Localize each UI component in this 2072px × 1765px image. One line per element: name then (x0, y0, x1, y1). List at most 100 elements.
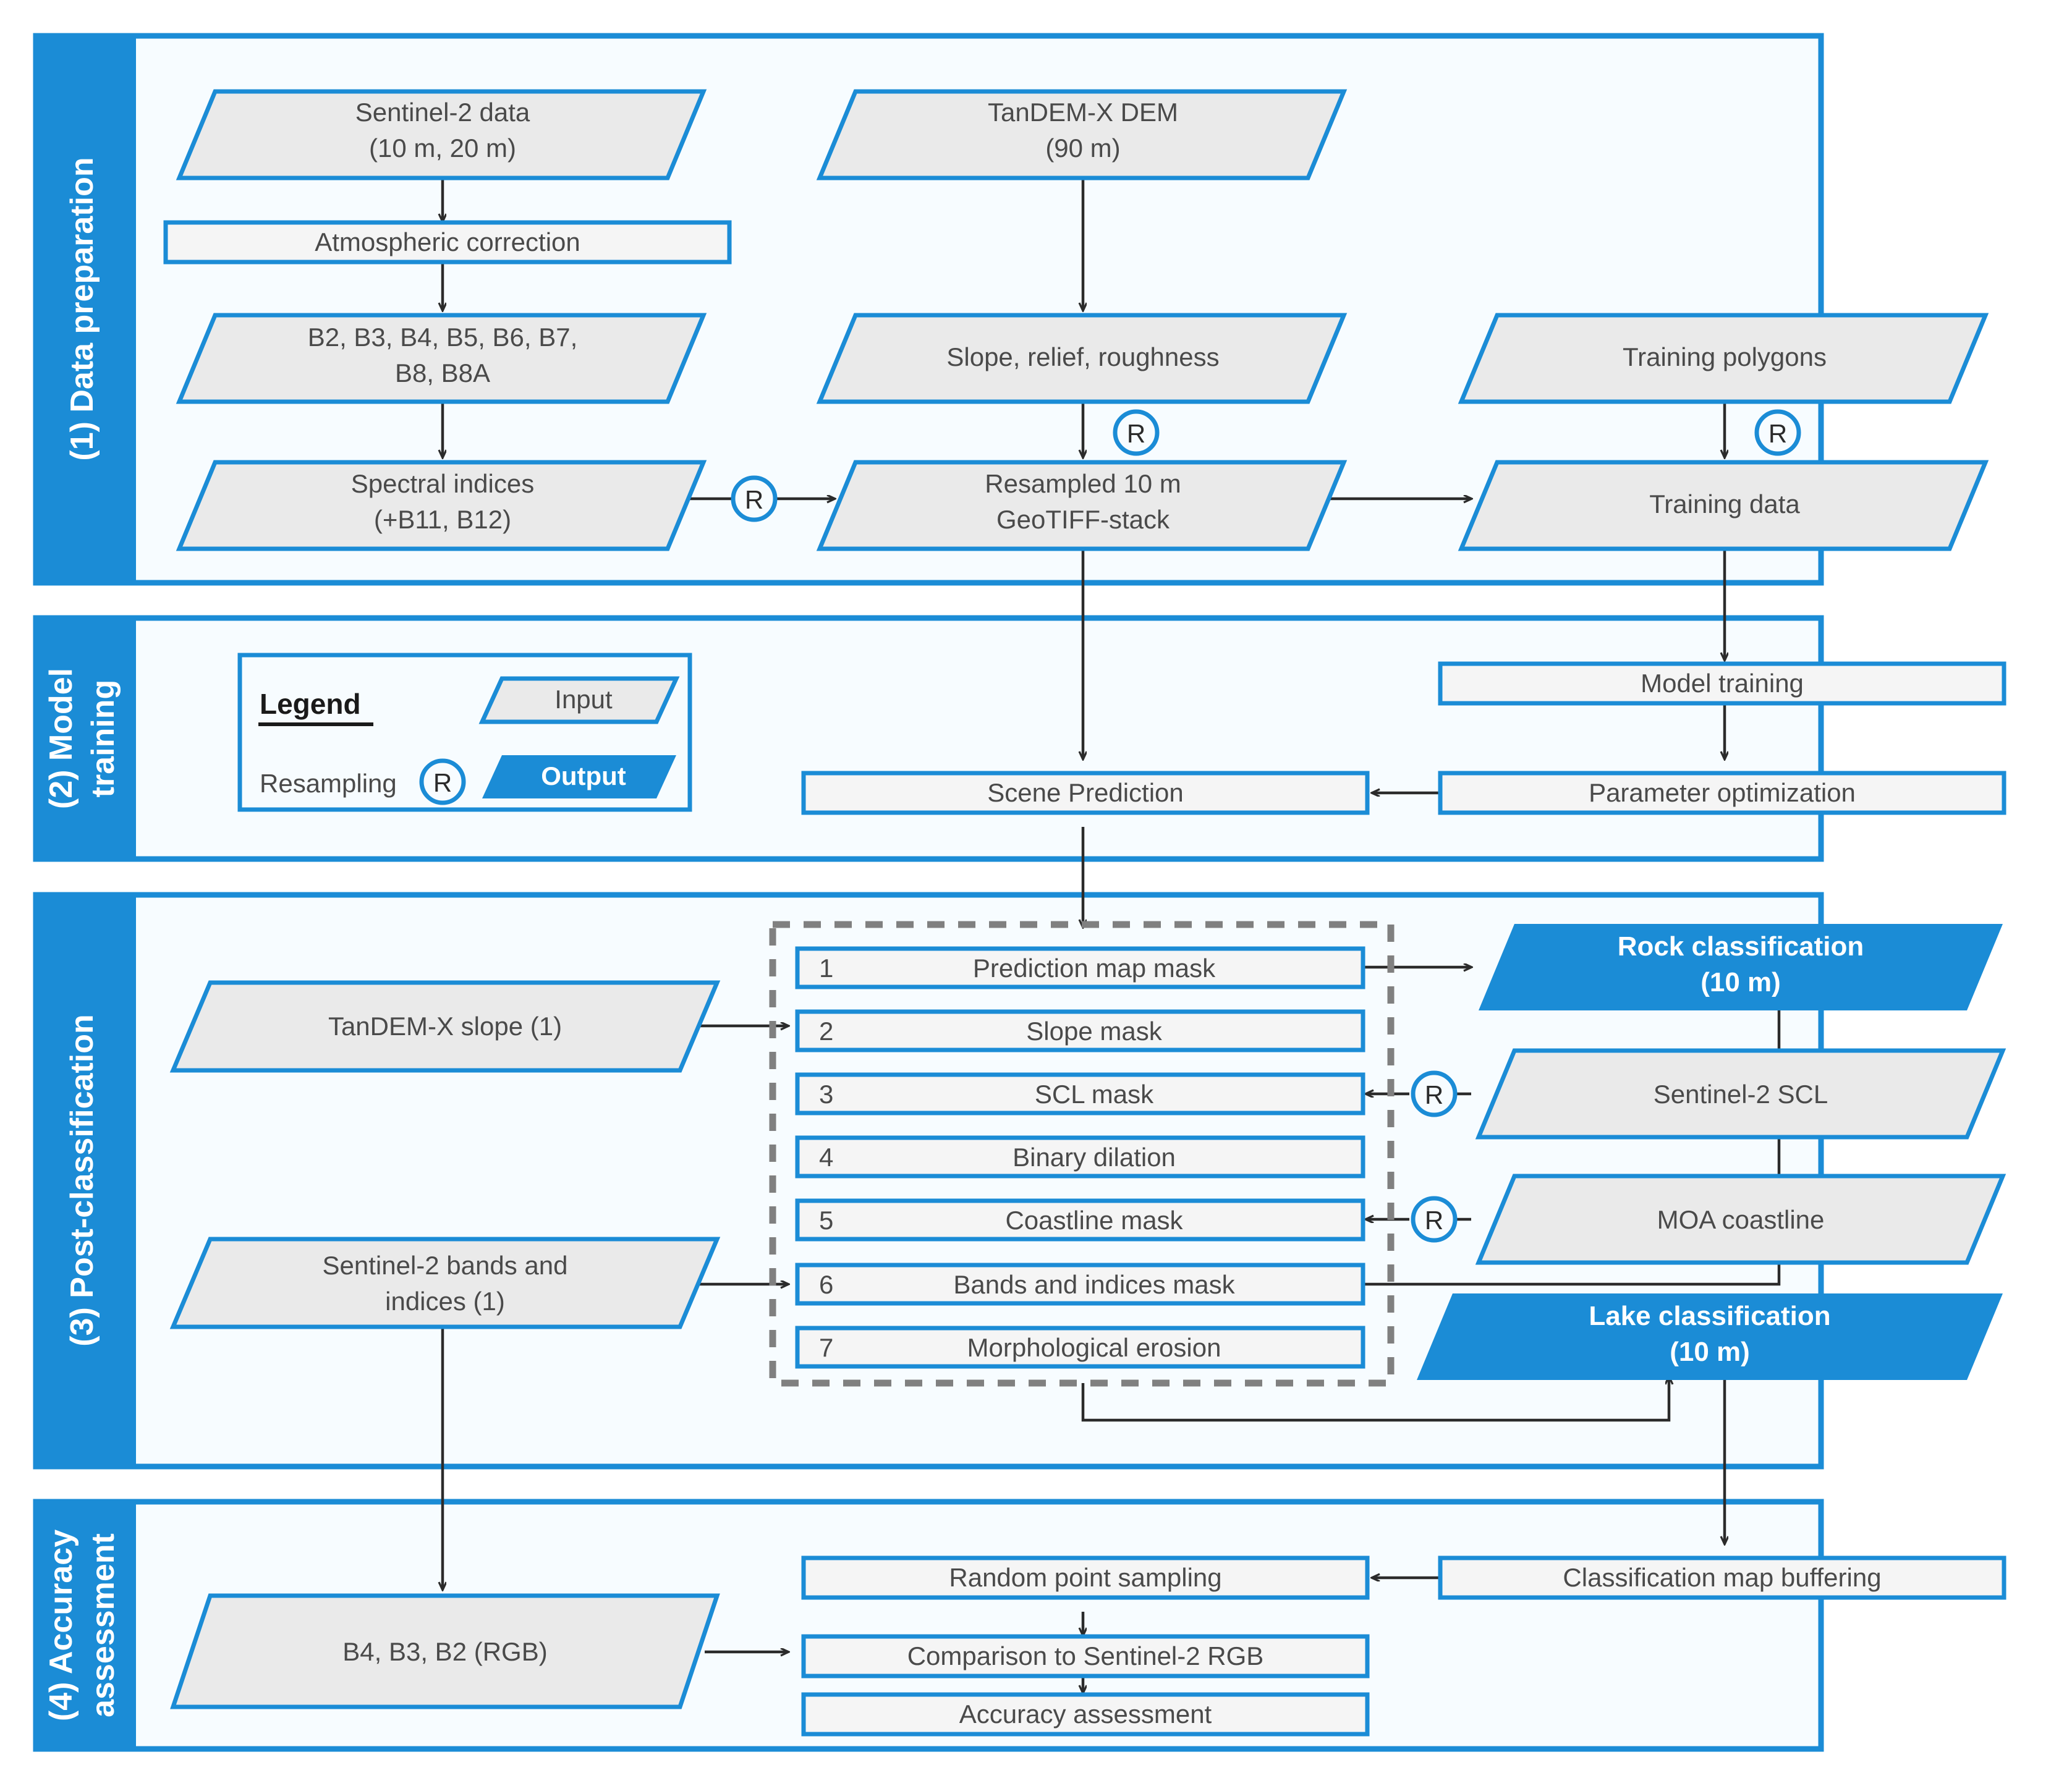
resampling-marker-indices-to-stack: R (731, 475, 778, 522)
mask-step-label: Bands and indices mask (953, 1270, 1235, 1299)
mask-step-label: Slope mask (1026, 1017, 1162, 1046)
node-label: Sentinel-2 bands and (323, 1251, 568, 1280)
node-scene-prediction: Scene Prediction (801, 771, 1370, 815)
legend-resampling-r-icon: R (433, 768, 452, 797)
node-label: (10 m) (1670, 1337, 1750, 1367)
resampling-marker-coastline-to-mask: R (1411, 1196, 1458, 1243)
node-label: Slope, relief, roughness (946, 342, 1219, 371)
section-panel-model-training: (2) Model training (33, 615, 1824, 862)
section-label-post-classification: (3) Post-classification (64, 1014, 100, 1346)
resampling-r-icon: R (1425, 1080, 1443, 1109)
node-tandem-x-dem: TanDEM-X DEM (90 m) (816, 89, 1348, 180)
node-label: Training polygons (1623, 342, 1827, 371)
node-accuracy-assessment: Accuracy assessment (801, 1692, 1370, 1737)
section-label-accuracy-assessment-line1: (4) Accuracy (43, 1530, 79, 1721)
mask-step-number: 6 (819, 1270, 833, 1299)
node-random-point-sampling: Random point sampling (801, 1555, 1370, 1600)
node-label: (+B11, B12) (374, 505, 511, 534)
legend-output-swatch (482, 755, 676, 798)
node-sentinel2-scl: Sentinel-2 SCL (1475, 1048, 2006, 1140)
node-comparison-to-sentinel2-rgb: Comparison to Sentinel-2 RGB (801, 1634, 1370, 1678)
mask-step-label: SCL mask (1035, 1080, 1154, 1109)
mask-step-label: Coastline mask (1005, 1206, 1183, 1235)
resampling-r-icon: R (745, 485, 763, 514)
node-label: TanDEM-X DEM (988, 98, 1178, 127)
node-tandem-x-slope: TanDEM-X slope (1) (169, 980, 721, 1073)
mask-step-label: Binary dilation (1013, 1143, 1176, 1172)
resampling-marker-slope-to-stack: R (1113, 409, 1160, 456)
node-label: Rock classification (1618, 931, 1864, 962)
section-label-model-training-line1: (2) Model (43, 668, 79, 809)
mask-step-number: 5 (819, 1206, 833, 1235)
section-label-accuracy-assessment-line2: assessment (85, 1533, 121, 1717)
node-label: B4, B3, B2 (RGB) (342, 1637, 547, 1666)
resampling-marker-polygons-to-training: R (1754, 409, 1801, 456)
mask-step-7: 7 Morphological erosion (795, 1326, 1365, 1369)
node-moa-coastline: MOA coastline (1475, 1174, 2006, 1265)
legend-input-swatch (478, 676, 680, 724)
mask-step-4: 4 Binary dilation (795, 1135, 1365, 1179)
mask-step-number: 7 (819, 1333, 833, 1362)
node-model-training: Model training (1438, 661, 2006, 706)
node-label: Sentinel-2 SCL (1654, 1080, 1828, 1109)
legend-resampling-label: Resampling (260, 769, 397, 798)
mask-step-label: Morphological erosion (967, 1333, 1221, 1362)
node-label: MOA coastline (1657, 1205, 1825, 1234)
node-label: (90 m) (1045, 133, 1120, 163)
node-label: Classification map buffering (1563, 1563, 1881, 1592)
node-label: TanDEM-X slope (1) (328, 1012, 562, 1041)
node-label: Spectral indices (351, 469, 534, 498)
post-classification-mask-group (769, 921, 1395, 1387)
section-label-data-preparation: (1) Data preparation (64, 157, 100, 460)
legend-input-label: Input (554, 685, 613, 714)
node-training-polygons: Training polygons (1458, 313, 1989, 404)
resampling-r-icon: R (1127, 419, 1145, 448)
node-label: Sentinel-2 data (355, 98, 530, 127)
node-resampled-geotiff-stack: Resampled 10 m GeoTIFF-stack (816, 460, 1348, 551)
resampling-marker-scl-to-mask: R (1411, 1070, 1458, 1117)
mask-step-2: 2 Slope mask (795, 1009, 1365, 1052)
node-label: Scene Prediction (987, 778, 1184, 807)
node-label: Model training (1641, 669, 1804, 698)
mask-step-1: 1 Prediction map mask (795, 946, 1365, 989)
node-sentinel2-data: Sentinel-2 data (10 m, 20 m) (176, 89, 707, 180)
node-label: indices (1) (385, 1287, 505, 1316)
mask-step-number: 2 (819, 1017, 833, 1046)
node-label: Resampled 10 m (985, 469, 1181, 498)
resampling-r-icon: R (1768, 419, 1787, 448)
legend-output-label: Output (541, 761, 626, 790)
node-classification-map-buffering: Classification map buffering (1438, 1555, 2006, 1600)
mask-step-label: Prediction map mask (973, 954, 1216, 983)
node-training-data: Training data (1458, 460, 1989, 551)
node-spectral-indices: Spectral indices (+B11, B12) (176, 460, 707, 551)
mask-step-6: 6 Bands and indices mask (795, 1263, 1365, 1306)
node-label: (10 m) (1700, 967, 1781, 997)
node-rock-classification: Rock classification (10 m) (1479, 924, 2003, 1010)
mask-step-5: 5 Coastline mask (795, 1198, 1365, 1242)
node-label: Random point sampling (949, 1563, 1221, 1592)
node-slope-relief-roughness: Slope, relief, roughness (816, 313, 1348, 404)
node-label: Lake classification (1589, 1301, 1830, 1331)
arrow-maskbox-to-lake (1081, 1377, 1669, 1422)
node-atmospheric-correction: Atmospheric correction (163, 220, 732, 265)
node-label: Parameter optimization (1589, 778, 1856, 807)
node-label: (10 m, 20 m) (369, 133, 516, 163)
node-parameter-optimization: Parameter optimization (1438, 771, 2006, 815)
section-label-model-training-line2: training (85, 680, 121, 798)
node-label: Atmospheric correction (315, 227, 580, 256)
node-label: GeoTIFF-stack (996, 505, 1170, 534)
node-rgb-bands: B4, B3, B2 (RGB) (170, 1593, 720, 1709)
node-label: B8, B8A (395, 358, 490, 387)
node-label: Accuracy assessment (959, 1699, 1212, 1729)
mask-step-number: 4 (819, 1143, 833, 1172)
node-label: Comparison to Sentinel-2 RGB (907, 1641, 1264, 1670)
node-sentinel2-bands: B2, B3, B4, B5, B6, B7, B8, B8A (176, 313, 707, 404)
node-label: Training data (1649, 489, 1800, 518)
legend-title: Legend (260, 688, 361, 720)
legend-box: Legend Resampling R Input Output (237, 653, 692, 812)
node-label: B2, B3, B4, B5, B6, B7, (308, 323, 578, 352)
node-lake-classification: Lake classification (10 m) (1417, 1293, 2003, 1380)
mask-step-3: 3 SCL mask (795, 1072, 1365, 1115)
resampling-r-icon: R (1425, 1206, 1443, 1235)
